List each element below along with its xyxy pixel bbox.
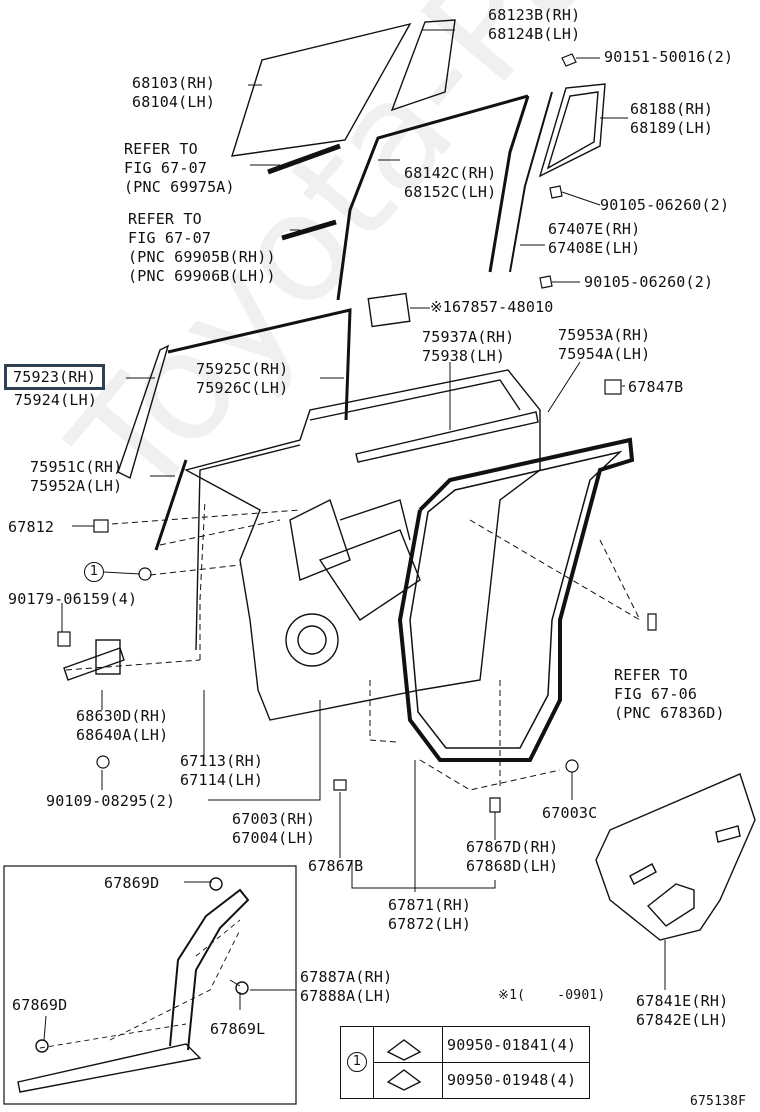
label-67887a: 67887A(RH) (300, 968, 393, 986)
label-90151: 90151-50016(2) (604, 48, 734, 66)
label-67812: 67812 (8, 518, 55, 536)
label-67868d: 67868D(LH) (466, 857, 559, 875)
label-67408e: 67408E(LH) (548, 239, 641, 257)
door-panel (184, 369, 541, 721)
label-67871: 67871(RH) (388, 896, 472, 914)
speaker-hole (285, 613, 339, 667)
label-67867b: 67867B (308, 857, 364, 875)
label-68630d: 68630D(RH) (76, 707, 169, 725)
belt-molding (355, 411, 539, 463)
figure-id: 675138F (690, 1094, 747, 1109)
label-67869d-top: 67869D (104, 874, 160, 892)
label-75925c: 75925C(RH) (196, 360, 289, 378)
label-67847b: 67847B (628, 378, 684, 396)
moulding-strip (17, 1043, 202, 1093)
label-68104: 68104(LH) (132, 93, 216, 111)
refer-note-2-line-2: FIG 67-07 (128, 229, 212, 247)
label-75923-highlighted[interactable]: 75923(RH) (4, 364, 106, 390)
quarter-glass (390, 19, 456, 112)
label-75924: 75924(LH) (14, 391, 98, 409)
clip-parts-table: 1 90950-01841(4) 90950-01948(4) (340, 1026, 590, 1099)
label-90179: 90179-06159(4) (8, 590, 138, 608)
label-67872: 67872(LH) (388, 915, 472, 933)
door-glass (231, 22, 412, 157)
refer-note-1-line-2: FIG 67-07 (124, 159, 208, 177)
label-167857: ※167857-48010 (430, 298, 554, 316)
label-67842e: 67842E(LH) (636, 1011, 729, 1029)
callout-circle-1: 1 (84, 562, 104, 582)
label-67407e: 67407E(RH) (548, 220, 641, 238)
label-67004: 67004(LH) (232, 829, 316, 847)
refer-note-3-line-2: FIG 67-06 (614, 685, 698, 703)
table-row-1-part: 90950-01841(4) (447, 1036, 577, 1054)
table-callout-cell: 1 (341, 1027, 374, 1098)
label-75954a: 75954A(LH) (558, 345, 651, 363)
label-75926c: 75926C(LH) (196, 379, 289, 397)
label-90109: 90109-08295(2) (46, 792, 176, 810)
weatherstrip (397, 437, 635, 762)
fixed-glass (538, 83, 606, 178)
label-67869l: 67869L (210, 1020, 266, 1038)
refer-note-1-line-1: REFER TO (124, 140, 198, 158)
label-68189: 68189(LH) (630, 119, 714, 137)
refer-note-2-line-1: REFER TO (128, 210, 202, 228)
refer-note-1-line-3: (PNC 69975A) (124, 178, 235, 196)
tape-pad (367, 292, 411, 328)
refer-note-3-line-1: REFER TO (614, 666, 688, 684)
inset-box (3, 865, 297, 1105)
frame-molding (167, 308, 352, 421)
label-67003: 67003(RH) (232, 810, 316, 828)
refer-note-2-line-3: (PNC 69905B(RH)) (128, 248, 276, 266)
label-90105-b: 90105-06260(2) (584, 273, 714, 291)
footnote: ※1( -0901) (498, 988, 606, 1003)
label-75937a: 75937A(RH) (422, 328, 515, 346)
label-67869d-bottom: 67869D (12, 996, 68, 1014)
table-row-2-part: 90950-01948(4) (447, 1071, 577, 1089)
label-67867d: 67867D(RH) (466, 838, 559, 856)
refer-note-2-line-4: (PNC 69906B(LH)) (128, 267, 276, 285)
belt-strip-inner (281, 219, 337, 241)
table-callout-circle: 1 (347, 1052, 367, 1072)
belt-strip-outer (267, 143, 341, 175)
label-67888a: 67888A(LH) (300, 987, 393, 1005)
pillar-garnish (117, 344, 170, 480)
label-68142c: 68142C(RH) (404, 164, 497, 182)
label-68124b: 68124B(LH) (488, 25, 581, 43)
door-check (63, 647, 125, 681)
label-67113: 67113(RH) (180, 752, 264, 770)
division-bar (488, 95, 530, 273)
label-68188: 68188(RH) (630, 100, 714, 118)
label-68123b: 68123B(RH) (488, 6, 581, 24)
label-90105-a: 90105-06260(2) (600, 196, 730, 214)
label-75951c: 75951C(RH) (30, 458, 123, 476)
label-68640a: 68640A(LH) (76, 726, 169, 744)
label-67114: 67114(LH) (180, 771, 264, 789)
label-67003c: 67003C (542, 804, 598, 822)
refer-note-3-line-3: (PNC 67836D) (614, 704, 725, 722)
fastener-icons (57, 53, 657, 813)
label-68103: 68103(RH) (132, 74, 216, 92)
label-75938: 75938(LH) (422, 347, 506, 365)
glass-run (336, 94, 529, 301)
trim-board (595, 773, 756, 941)
label-68152c: 68152C(LH) (404, 183, 497, 201)
label-75953a: 75953A(RH) (558, 326, 651, 344)
label-75952a: 75952A(LH) (30, 477, 123, 495)
label-67841e: 67841E(RH) (636, 992, 729, 1010)
